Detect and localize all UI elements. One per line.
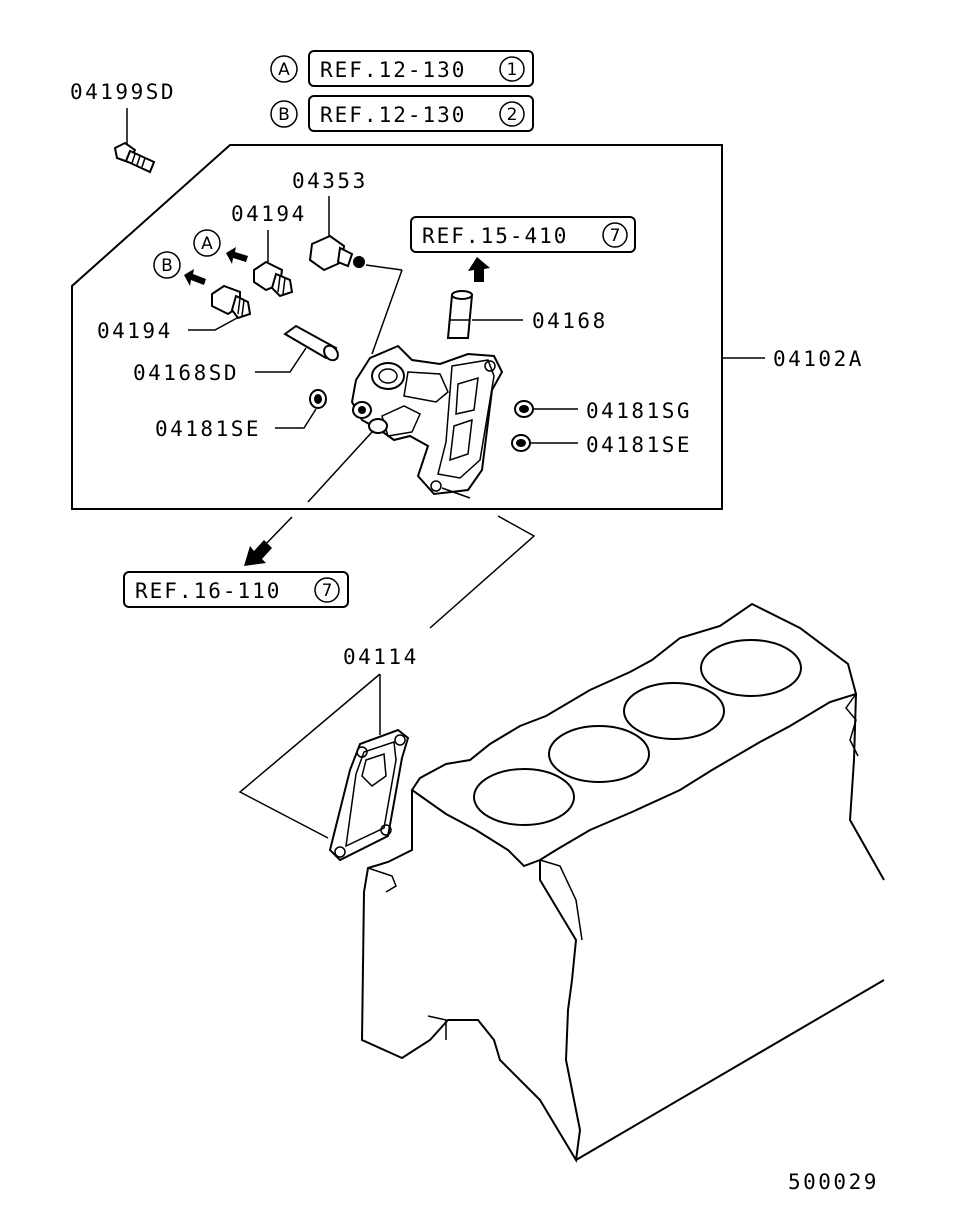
leader-housing-ref16: [307, 431, 373, 503]
label-04194-lower: 04194: [97, 319, 173, 343]
ref-15-num: 7: [610, 226, 621, 246]
ref-b-num-circle: [499, 101, 525, 127]
arrow-to-b: [184, 269, 206, 286]
plug-04181SE-right: [511, 434, 531, 452]
label-04181SG: 04181SG: [586, 399, 692, 423]
ref-b-callout: B REF.12-130 2: [270, 95, 534, 132]
leader-housing-block-a: [441, 487, 471, 499]
ref-16-callout: REF.16-110 7: [123, 571, 349, 608]
cylinder-bore-3: [623, 682, 725, 740]
figure-code: 500029: [788, 1170, 879, 1194]
leader-sensor-housing: [371, 269, 403, 355]
gasket-04114: [328, 728, 410, 862]
marker-b-circle: [153, 251, 181, 279]
arrow-to-ref-16: [244, 540, 272, 566]
ref-a-box: [308, 50, 534, 87]
cylinder-bore-1: [473, 768, 575, 826]
ref-16-box: [123, 571, 349, 608]
block-bottom-edge: [575, 979, 885, 1161]
arrow-to-a: [226, 247, 248, 264]
ref-b-text: REF.12-130: [320, 103, 466, 127]
ref-15-box: [410, 216, 636, 253]
plug-04181SE-left: [309, 389, 327, 409]
label-04353: 04353: [292, 169, 368, 193]
label-04102A: 04102A: [773, 347, 864, 371]
ref-16-num-circle: [314, 577, 340, 603]
label-04181SE-left: 04181SE: [155, 417, 261, 441]
block-front-face: [360, 790, 582, 1163]
ref-a-num: 1: [507, 60, 518, 80]
leader-04114-frame: [238, 673, 381, 839]
ref-a-letter: A: [278, 60, 290, 80]
marker-a-letter: A: [201, 234, 213, 254]
leader-04168SD: [255, 347, 307, 373]
ref-a-circle: [270, 55, 298, 83]
ref-15-num-circle: [602, 222, 628, 248]
leader-04181SE-left: [275, 408, 317, 429]
marker-a-circle: [193, 229, 221, 257]
label-04168SD: 04168SD: [133, 361, 239, 385]
bolt-04199SD: [113, 141, 156, 174]
cylinder-bore-2: [548, 725, 650, 783]
label-04114: 04114: [343, 645, 419, 669]
housing-04102A: [350, 344, 504, 496]
leader-housing-block-b: [429, 515, 536, 629]
ref-b-num: 2: [507, 105, 518, 125]
label-04168: 04168: [532, 309, 608, 333]
pin-04168SD: [283, 324, 339, 362]
engine-block: [360, 602, 885, 1163]
ref-a-callout: A REF.12-130 1: [270, 50, 534, 87]
label-04194-upper: 04194: [231, 202, 307, 226]
arrow-to-ref-15: [468, 257, 490, 282]
ref-b-circle: [270, 100, 298, 128]
ref-b-box: [308, 95, 534, 132]
ref-16-text: REF.16-110: [135, 579, 281, 603]
ref-a-num-circle: [499, 56, 525, 82]
ref-a-text: REF.12-130: [320, 58, 466, 82]
ref-b-letter: B: [278, 105, 290, 125]
fitting-04194-upper: [253, 260, 294, 298]
plug-04181SG: [514, 400, 534, 418]
ref-15-text: REF.15-410: [422, 224, 568, 248]
ref-15-callout: REF.15-410 7: [410, 216, 636, 253]
fitting-04194-lower: [211, 284, 252, 320]
leader-ref16-continue: [261, 516, 293, 549]
marker-b-letter: B: [161, 256, 173, 276]
cylinder-bore-4: [700, 639, 802, 697]
sensor-04353: [308, 234, 403, 272]
assembly-frame: [71, 144, 723, 510]
ref-16-num: 7: [322, 581, 333, 601]
leader-04194-lower: [188, 317, 238, 331]
label-04199SD: 04199SD: [70, 80, 176, 104]
block-right-side: [848, 693, 885, 881]
pipe-04168: [446, 290, 474, 339]
label-04181SE-right: 04181SE: [586, 433, 692, 457]
